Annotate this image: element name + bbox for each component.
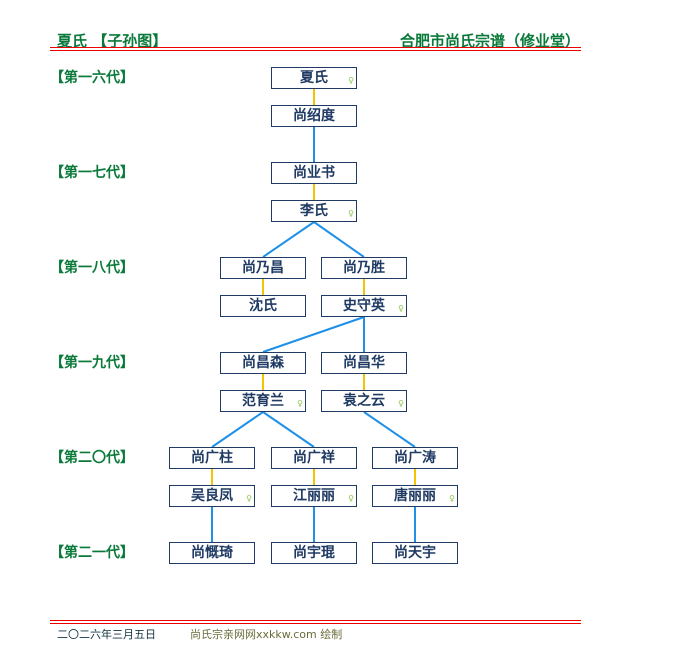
generation-label: 【第一七代】: [50, 165, 134, 181]
female-icon: ♀: [348, 494, 354, 503]
person-box[interactable]: 尚宇琨: [271, 542, 357, 564]
person-box[interactable]: 尚乃昌: [220, 257, 306, 279]
generation-label: 【第二一代】: [50, 545, 134, 561]
person-name: 袁之云: [343, 393, 385, 409]
person-box[interactable]: 尚昌森: [220, 352, 306, 374]
person-name: 尚广柱: [191, 450, 233, 466]
person-box[interactable]: 袁之云 ♀: [321, 390, 407, 412]
person-name: 史守英: [343, 298, 385, 314]
child-line: [363, 411, 416, 448]
header-right: 合肥市尚氏宗谱（修业堂）: [400, 32, 581, 50]
header-left: 夏氏 【子孙图】: [57, 32, 168, 50]
generation-label: 【第一八代】: [50, 260, 134, 276]
header-rule: [50, 47, 581, 48]
female-icon: ♀: [398, 399, 404, 408]
header-rule: [50, 50, 581, 51]
person-box[interactable]: 尚慨琦: [169, 542, 255, 564]
person-box[interactable]: 尚广祥: [271, 447, 357, 469]
female-icon: ♀: [398, 304, 404, 313]
person-name: 尚广祥: [293, 450, 335, 466]
person-box[interactable]: 尚广涛: [372, 447, 458, 469]
child-line: [313, 221, 365, 258]
child-line: [262, 221, 315, 258]
footer-rule: [50, 623, 581, 624]
person-box[interactable]: 夏氏 ♀: [271, 67, 357, 89]
generation-label: 【第一九代】: [50, 355, 134, 371]
person-name: 尚慨琦: [191, 545, 233, 561]
person-name: 吴良凤: [191, 488, 233, 504]
person-name: 唐丽丽: [394, 488, 436, 504]
child-line: [262, 316, 365, 353]
person-name: 尚业书: [293, 165, 335, 181]
person-box[interactable]: 史守英 ♀: [321, 295, 407, 317]
person-name: 尚昌森: [242, 355, 284, 371]
person-box[interactable]: 尚广柱: [169, 447, 255, 469]
person-name: 夏氏: [300, 70, 328, 86]
female-icon: ♀: [297, 399, 303, 408]
female-icon: ♀: [449, 494, 455, 503]
female-icon: ♀: [348, 209, 354, 218]
child-line: [262, 411, 315, 448]
person-name: 沈氏: [249, 298, 277, 314]
person-name: 尚宇琨: [293, 545, 335, 561]
person-box[interactable]: 尚绍度: [271, 105, 357, 127]
female-icon: ♀: [246, 494, 252, 503]
person-name: 范育兰: [242, 393, 284, 409]
person-name: 尚昌华: [343, 355, 385, 371]
person-box[interactable]: 尚天宇: [372, 542, 458, 564]
person-box[interactable]: 尚乃胜: [321, 257, 407, 279]
person-name: 江丽丽: [293, 488, 335, 504]
person-box[interactable]: 范育兰 ♀: [220, 390, 306, 412]
person-box[interactable]: 唐丽丽 ♀: [372, 485, 458, 507]
person-name: 尚乃昌: [242, 260, 284, 276]
person-box[interactable]: 吴良凤 ♀: [169, 485, 255, 507]
person-box[interactable]: 沈氏: [220, 295, 306, 317]
child-line: [211, 411, 264, 448]
person-box[interactable]: 李氏 ♀: [271, 200, 357, 222]
person-name: 尚广涛: [394, 450, 436, 466]
footer-date: 二〇二六年三月五日: [57, 628, 156, 641]
person-name: 尚乃胜: [343, 260, 385, 276]
female-icon: ♀: [348, 76, 354, 85]
generation-label: 【第二〇代】: [50, 450, 134, 466]
person-name: 李氏: [300, 203, 328, 219]
generation-label: 【第一六代】: [50, 70, 134, 86]
person-box[interactable]: 尚昌华: [321, 352, 407, 374]
person-box[interactable]: 尚业书: [271, 162, 357, 184]
footer-rule: [50, 620, 581, 621]
footer-credit: 尚氏宗亲网网xxkkw.com 绘制: [190, 628, 343, 641]
person-box[interactable]: 江丽丽 ♀: [271, 485, 357, 507]
person-name: 尚天宇: [394, 545, 436, 561]
person-name: 尚绍度: [293, 108, 335, 124]
